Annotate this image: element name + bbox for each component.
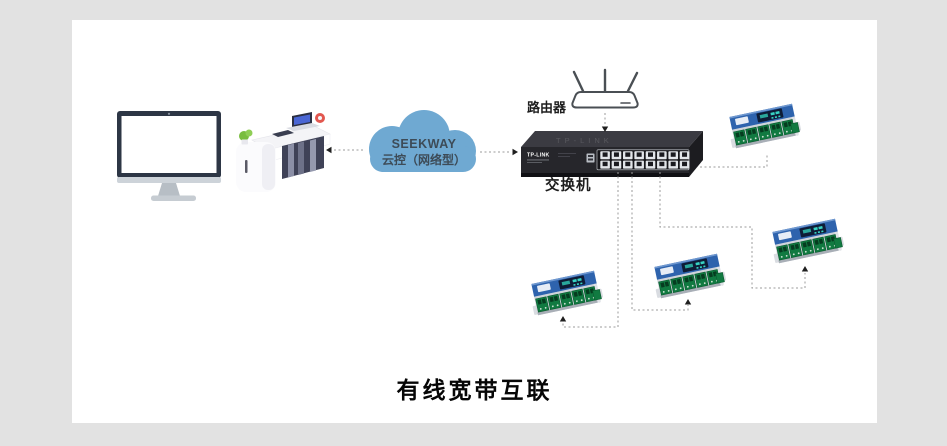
cloud-label-line1: SEEKWAY [391,137,457,151]
cloud-label: SEEKWAY 云控（网络型） [368,137,480,168]
cloud-label-line2: 云控（网络型） [381,152,466,167]
router-label: 路由器 [527,100,567,115]
diagram-panel [72,20,877,423]
switch-label: 交换机 [545,178,592,194]
diagram-title: 有线宽带互联 [396,377,553,403]
